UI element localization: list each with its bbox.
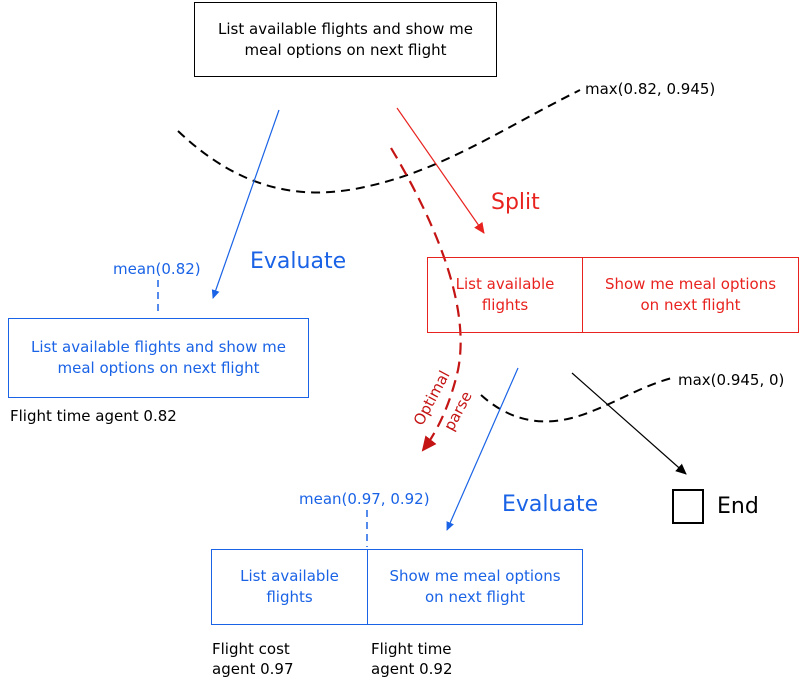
top-score-label: max(0.82, 0.945) — [585, 80, 716, 98]
split-label: Split — [491, 190, 540, 215]
query-box-text: List available flights and show me meal … — [218, 19, 473, 59]
split-box-right: Show me meal options on next flight — [583, 258, 798, 332]
evaluate-bottom-arrow — [446, 367, 519, 531]
evaluate-bottom-label: Evaluate — [502, 492, 599, 517]
evaluate-bottom-box: List available flights Show me meal opti… — [211, 549, 583, 625]
split-box-left: List available flights — [428, 258, 583, 332]
bottom-right-agent: Flight time agent 0.92 — [371, 639, 491, 679]
query-box: List available flights and show me meal … — [194, 2, 497, 77]
evaluate-bottom-box-right: Show me meal options on next flight — [368, 550, 582, 624]
end-arrow — [571, 372, 687, 475]
evaluate-bottom-box-left: List available flights — [212, 550, 368, 624]
split-arrow — [396, 107, 485, 234]
evaluate-left-label: Evaluate — [250, 249, 347, 274]
mean-bottom-label: mean(0.97, 0.92) — [299, 490, 430, 508]
optimal-parse-arrow — [390, 147, 462, 452]
bottom-left-agent-text: Flight cost agent 0.97 — [212, 640, 294, 678]
top-score-curve — [177, 89, 581, 194]
evaluate-left-arrow — [211, 109, 280, 299]
evaluate-bottom-left-text: List available flights — [240, 567, 339, 606]
evaluate-left-agent: Flight time agent 0.82 — [10, 407, 177, 425]
end-square — [672, 489, 704, 524]
end-label: End — [717, 494, 759, 519]
evaluate-left-box: List available flights and show me meal … — [8, 318, 309, 398]
bottom-right-agent-text: Flight time agent 0.92 — [371, 640, 453, 678]
split-score-label: max(0.945, 0) — [678, 371, 785, 389]
evaluate-bottom-right-text: Show me meal options on next flight — [389, 567, 561, 606]
split-box-left-text: List available flights — [455, 275, 555, 314]
bottom-left-agent: Flight cost agent 0.97 — [212, 639, 332, 679]
split-score-curve — [480, 377, 673, 423]
split-box-right-text: Show me meal options on next flight — [604, 275, 777, 314]
evaluate-left-box-text: List available flights and show me meal … — [31, 338, 286, 377]
split-box: List available flights Show me meal opti… — [427, 257, 799, 333]
mean-left-label: mean(0.82) — [113, 260, 201, 278]
